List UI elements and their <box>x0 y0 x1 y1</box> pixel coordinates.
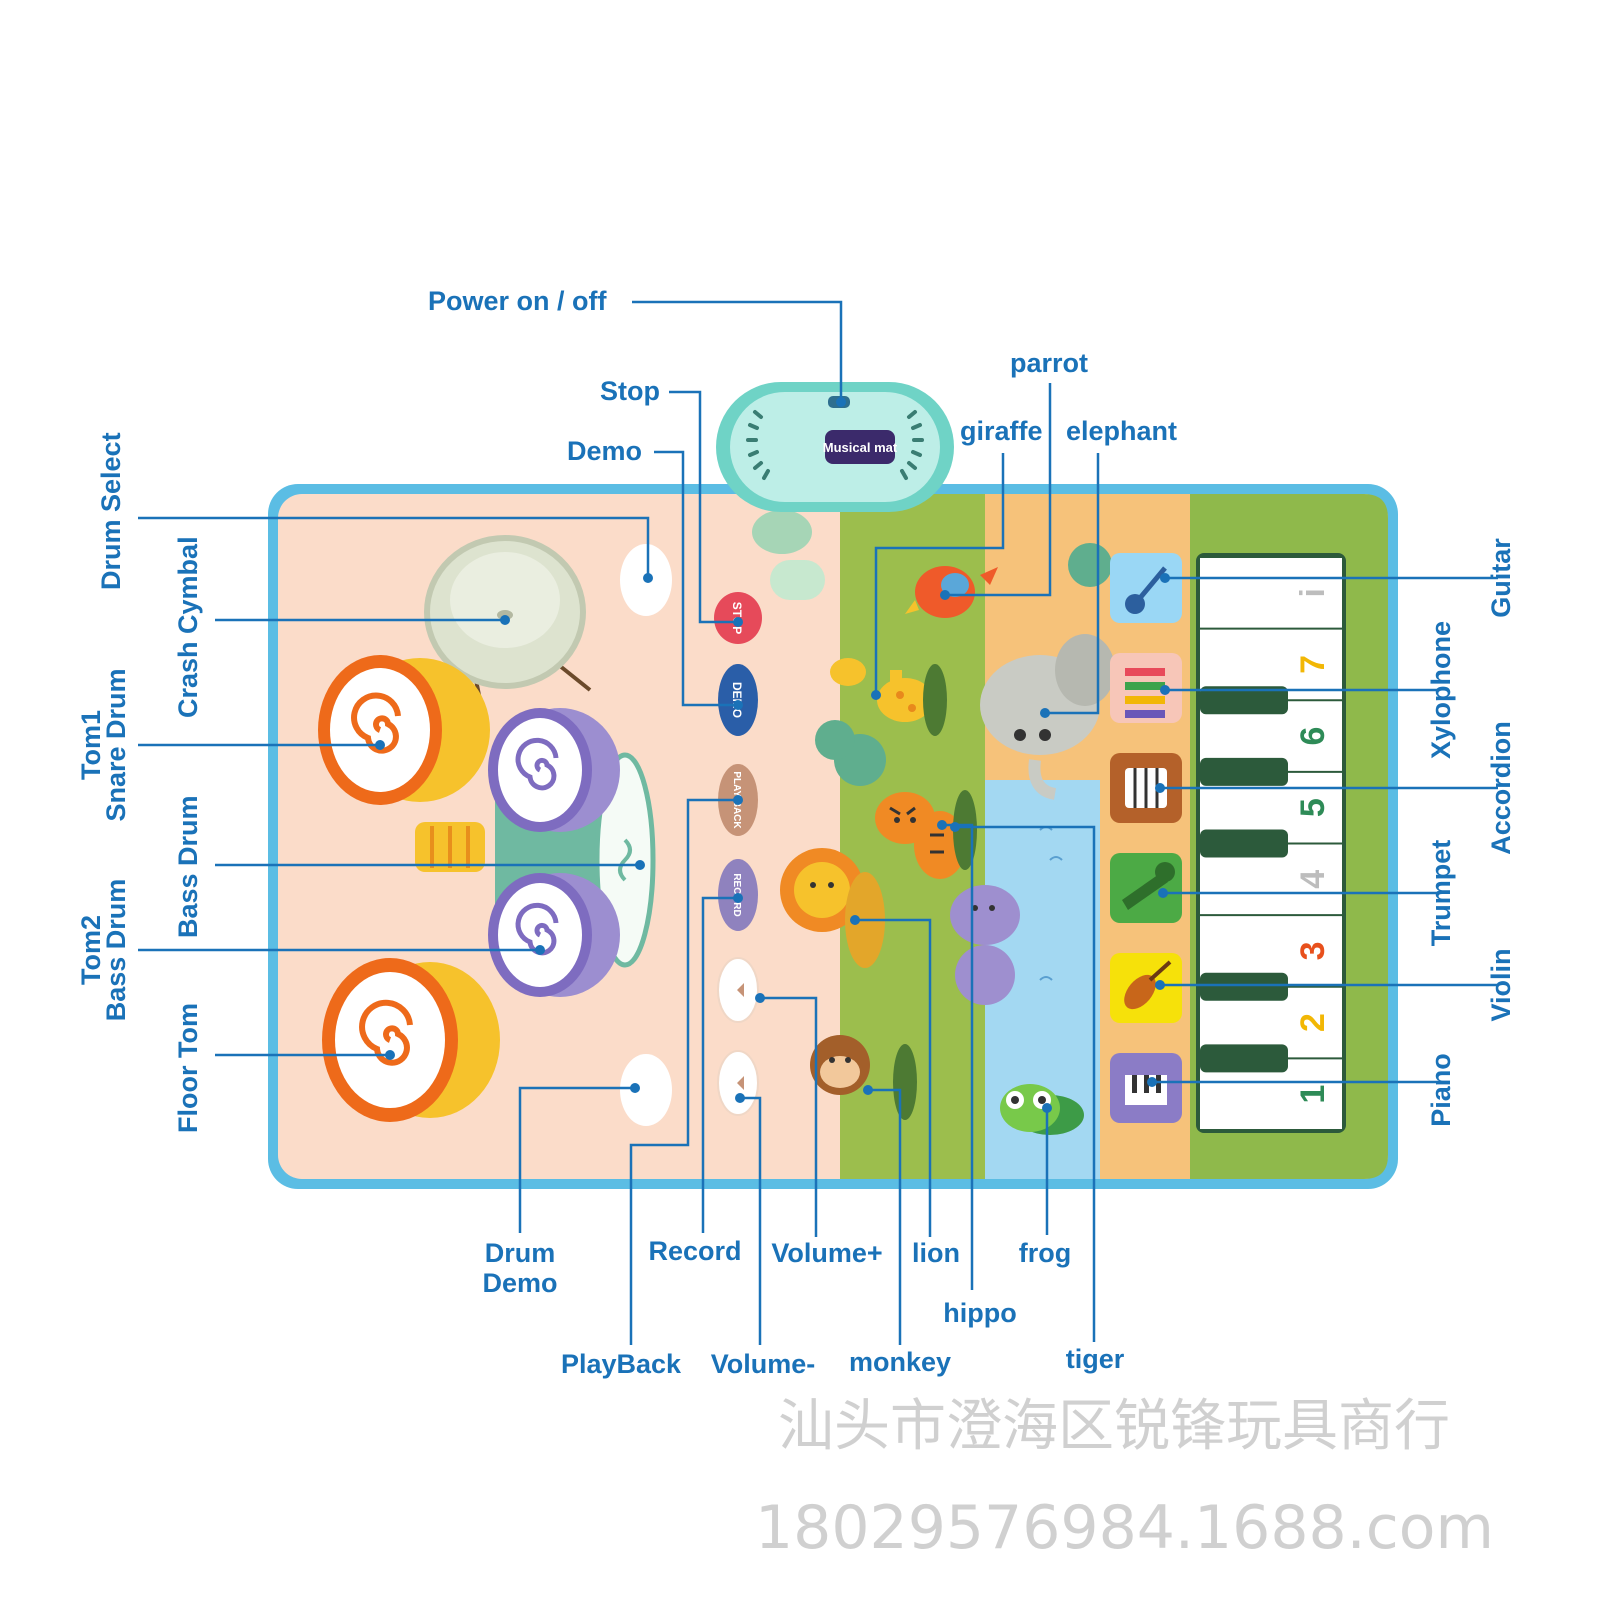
label-volume-minus: Volume- <box>711 1349 816 1379</box>
piano-key-label: i <box>1294 588 1332 597</box>
label-floor-tom: Floor Tom <box>173 1003 203 1133</box>
label-record: Record <box>648 1236 741 1266</box>
label-guitar: Guitar <box>1486 538 1516 618</box>
violin-tile[interactable] <box>1110 953 1182 1023</box>
svg-text:Drum Demo: Drum Demo <box>640 1064 650 1116</box>
label-giraffe: giraffe <box>960 416 1043 446</box>
piano-black-key[interactable] <box>1200 829 1288 858</box>
tom1-snare-drum[interactable] <box>318 655 490 805</box>
speaker-grille <box>746 410 924 480</box>
label-xylophone: Xylophone <box>1426 621 1456 759</box>
label-monkey: monkey <box>849 1347 951 1377</box>
hippo[interactable] <box>950 885 1020 1005</box>
volume-plus-button[interactable] <box>717 957 759 1023</box>
frog[interactable] <box>1000 1084 1084 1135</box>
label-trumpet: Trumpet <box>1426 840 1456 947</box>
label-tiger: tiger <box>1066 1344 1125 1374</box>
piano-key-label: 2 <box>1294 1013 1332 1032</box>
tom-upper-purple[interactable] <box>488 708 620 832</box>
label-piano: Piano <box>1426 1053 1456 1127</box>
piano-black-key[interactable] <box>1200 757 1288 786</box>
lion[interactable] <box>780 848 885 968</box>
label-demo: Demo <box>567 436 642 466</box>
label-tom1-line2: Snare Drum <box>101 668 131 821</box>
instrument-tiles <box>1110 553 1182 1123</box>
accordion-tile[interactable] <box>1110 753 1182 823</box>
label-parrot: parrot <box>1010 348 1088 378</box>
piano-key-label: 3 <box>1294 941 1332 960</box>
label-drum-demo-line1: Drum <box>485 1238 556 1268</box>
piano-key-label: 6 <box>1294 727 1332 746</box>
leader-lines <box>138 300 1498 1345</box>
watermark: 汕头市澄海区锐锋玩具商行 18029576984.1688.com <box>755 1394 1494 1563</box>
label-bass-drum: Bass Drum <box>173 795 203 938</box>
label-tom1-line1: Tom1 <box>76 710 106 780</box>
speaker-unit: Musical mat <box>716 382 954 512</box>
label-violin: Violin <box>1486 948 1516 1021</box>
piano-key-label: 7 <box>1294 655 1332 674</box>
crash-cymbal[interactable] <box>424 535 592 701</box>
label-tom2-line2: Bass Drum <box>101 879 131 1022</box>
callout-labels: Power on / off Stop Demo parrot giraffe … <box>76 286 1516 1379</box>
floor-tom[interactable] <box>322 958 500 1122</box>
label-tom2-line1: Tom2 <box>76 915 106 985</box>
logo-text: Musical mat <box>823 440 898 455</box>
guitar-tile[interactable] <box>1110 553 1182 623</box>
logo-badge <box>825 430 895 464</box>
piano-key-label: 4 <box>1294 870 1332 889</box>
volume-minus-button[interactable] <box>717 1050 759 1116</box>
xylophone-tile[interactable] <box>1110 653 1182 723</box>
drum-kit <box>318 535 656 1122</box>
piano-black-key[interactable] <box>1200 1044 1288 1073</box>
piano-tile[interactable] <box>1110 1053 1182 1123</box>
label-drum-select: Drum Select <box>96 432 126 590</box>
label-drum-demo-line2: Demo <box>482 1268 557 1298</box>
label-accordion: Accordion <box>1486 721 1516 855</box>
label-elephant: elephant <box>1066 416 1177 446</box>
trumpet-tile[interactable] <box>1110 853 1182 923</box>
piano-black-key[interactable] <box>1200 686 1288 715</box>
piano-keyboard: 1 2 3 4 5 6 7 i <box>1196 553 1346 1133</box>
watermark-site: 18029576984.1688.com <box>755 1493 1494 1563</box>
watermark-company: 汕头市澄海区锐锋玩具商行 <box>778 1394 1450 1459</box>
drum-demo-button[interactable]: Drum Demo <box>620 1054 672 1126</box>
label-playback: PlayBack <box>561 1349 682 1379</box>
piano-black-key[interactable] <box>1200 972 1288 1001</box>
piano-key-8[interactable] <box>1200 558 1342 628</box>
elephant[interactable] <box>980 634 1115 800</box>
svg-text:DEMO: DEMO <box>730 682 744 718</box>
label-hippo: hippo <box>943 1298 1016 1328</box>
giraffe[interactable] <box>830 658 947 736</box>
label-volume-plus: Volume+ <box>771 1238 882 1268</box>
tom2-drum[interactable] <box>488 873 620 997</box>
piano-key-label: 1 <box>1294 1085 1332 1104</box>
label-stop: Stop <box>600 376 660 406</box>
label-frog: frog <box>1019 1238 1071 1268</box>
label-crash-cymbal: Crash Cymbal <box>173 536 203 718</box>
label-lion: lion <box>912 1238 960 1268</box>
leader-dots <box>375 397 1170 1113</box>
piano-key-label: 5 <box>1294 798 1332 817</box>
label-power: Power on / off <box>428 286 608 316</box>
